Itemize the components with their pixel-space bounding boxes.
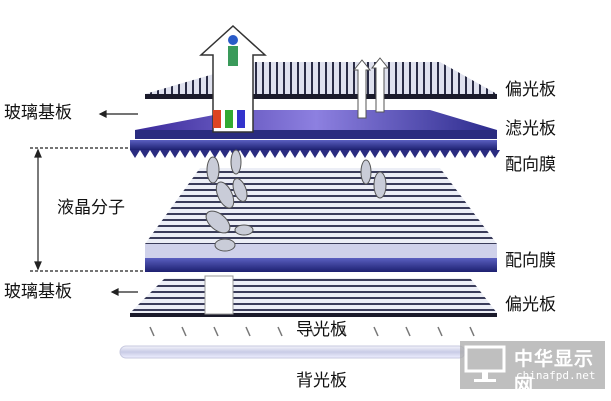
light-guide-tick xyxy=(245,326,251,337)
liquid-crystal-molecules xyxy=(205,149,387,252)
light-guide-tick xyxy=(437,326,443,337)
light-guide-tick xyxy=(149,326,155,337)
watermark: 中华显示网 chinafpd.net xyxy=(460,341,605,397)
watermark-url: chinafpd.net xyxy=(516,369,596,382)
light-guide-tick xyxy=(181,326,187,337)
watermark-name: 中华显示网 xyxy=(514,348,595,397)
top-alignment-film xyxy=(130,140,500,158)
label-top-polarizer: 偏光板 xyxy=(505,80,556,100)
label-top-alignment: 配向膜 xyxy=(505,155,556,175)
backlight-tube xyxy=(119,345,466,359)
label-backlight: 背光板 xyxy=(296,371,347,391)
label-light-guide: 导光板 xyxy=(296,320,347,340)
bottom-polarizer xyxy=(130,275,497,317)
label-liquid-crystal: 液晶分子 xyxy=(57,198,125,218)
bottom-alignment-film xyxy=(145,244,497,272)
label-filter: 滤光板 xyxy=(505,119,556,139)
light-output-arrow-icon xyxy=(199,24,267,133)
label-bottom-alignment: 配向膜 xyxy=(505,251,556,271)
label-top-glass: 玻璃基板 xyxy=(4,103,72,123)
light-guide-tick xyxy=(405,326,411,337)
label-bottom-glass: 玻璃基板 xyxy=(4,282,72,302)
light-guide-tick xyxy=(277,326,283,337)
liquid-crystal-layer xyxy=(145,168,497,244)
light-guide-tick xyxy=(213,326,219,337)
monitor-logo-icon xyxy=(464,345,506,382)
label-leaders xyxy=(30,110,145,296)
light-guide-tick xyxy=(373,326,379,337)
light-guide-tick xyxy=(341,326,347,337)
label-bottom-polarizer: 偏光板 xyxy=(505,295,556,315)
top-polarizer xyxy=(145,62,497,99)
light-guide-plate xyxy=(149,326,475,337)
small-up-arrows-icon xyxy=(352,57,390,119)
light-guide-tick xyxy=(469,326,475,337)
color-filter xyxy=(135,110,497,139)
light-guide-tick xyxy=(309,326,315,337)
